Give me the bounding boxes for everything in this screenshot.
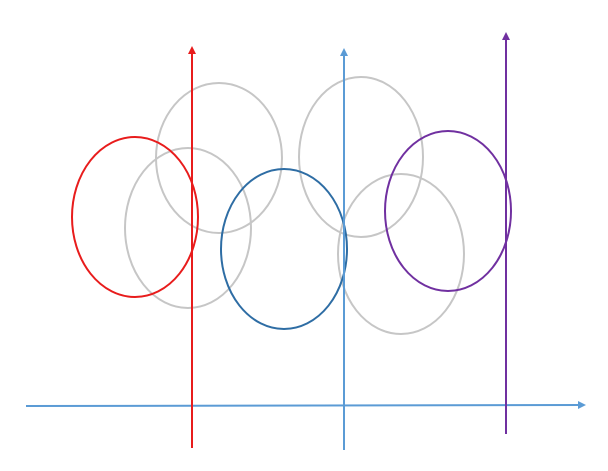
gray-ellipse-lower-left [124,147,252,309]
blue-ellipse-center [220,168,348,330]
purple-ellipse [384,130,512,292]
horizontal-axis-arrow [25,401,586,410]
gray-ellipse-upper-right [298,76,424,238]
red-ellipse [71,136,199,298]
gray-ellipse-lower-right [337,173,465,335]
